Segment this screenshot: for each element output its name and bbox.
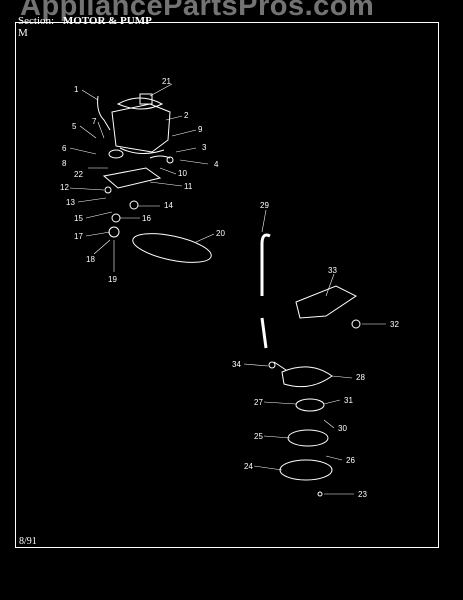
- callout-27: 27: [254, 398, 263, 407]
- pump-base: [279, 459, 333, 481]
- motor-top: [116, 97, 164, 110]
- callout-21: 21: [162, 77, 171, 86]
- callout-13: 13: [66, 198, 75, 207]
- callout-32: 32: [390, 320, 399, 329]
- callout-24: 24: [244, 462, 253, 471]
- callout-12: 12: [60, 183, 69, 192]
- callout-25: 25: [254, 432, 263, 441]
- motor-spacer: [111, 213, 121, 223]
- callout-10: 10: [178, 169, 187, 178]
- callout-2: 2: [184, 111, 189, 120]
- section-header: Section: MOTOR & PUMP: [18, 15, 152, 27]
- callout-20: 20: [216, 229, 225, 238]
- callout-22: 22: [74, 170, 83, 179]
- section-label: Section:: [18, 15, 55, 27]
- pump-seal: [287, 429, 329, 447]
- callout-33: 33: [328, 266, 337, 275]
- motor-lower-pulley: [108, 226, 120, 238]
- motor-washer: [104, 186, 112, 194]
- callout-9: 9: [198, 125, 203, 134]
- callout-14: 14: [164, 201, 173, 210]
- section-value: MOTOR & PUMP: [62, 15, 152, 27]
- callout-3: 3: [202, 143, 207, 152]
- drive-belt: [132, 233, 212, 263]
- callout-31: 31: [344, 396, 353, 405]
- pump-hose: [295, 285, 357, 319]
- revision-date: 8/91: [19, 536, 37, 547]
- motor-grommet: [149, 155, 171, 159]
- motor-bolt: [166, 156, 174, 164]
- pump-screw: [317, 491, 323, 497]
- callout-28: 28: [356, 373, 365, 382]
- motor-mount-plate: [102, 167, 162, 189]
- motor-clip: [97, 95, 111, 131]
- callout-1: 1: [74, 85, 79, 94]
- callout-29: 29: [260, 201, 269, 210]
- motor-terminal: [139, 93, 153, 105]
- diagram-frame: [15, 22, 439, 548]
- callout-34: 34: [232, 360, 241, 369]
- callout-5: 5: [72, 122, 77, 131]
- callout-16: 16: [142, 214, 151, 223]
- hose-lower: [260, 317, 268, 349]
- callout-8: 8: [62, 159, 67, 168]
- callout-19: 19: [108, 275, 117, 284]
- pump-clamp: [268, 361, 276, 369]
- callout-17: 17: [74, 232, 83, 241]
- callout-4: 4: [214, 160, 219, 169]
- motor-pulley: [108, 149, 124, 159]
- callout-26: 26: [346, 456, 355, 465]
- motor-nut: [129, 200, 139, 210]
- drain-hose: [260, 233, 271, 296]
- hose-clamp: [351, 319, 361, 329]
- model-header: M: [18, 27, 28, 39]
- pump-outlet: [273, 361, 287, 371]
- model-label: M: [18, 27, 28, 39]
- watermark: AppliancePartsPros.com: [20, 0, 375, 22]
- callout-30: 30: [338, 424, 347, 433]
- callout-6: 6: [62, 144, 67, 153]
- motor-body: [111, 103, 171, 153]
- callout-11: 11: [184, 182, 193, 191]
- callout-15: 15: [74, 214, 83, 223]
- callout-18: 18: [86, 255, 95, 264]
- pump-impeller: [295, 398, 325, 412]
- motor-bracket: [119, 147, 165, 154]
- pump-housing: [281, 366, 333, 388]
- callout-23: 23: [358, 490, 367, 499]
- callout-7: 7: [92, 117, 97, 126]
